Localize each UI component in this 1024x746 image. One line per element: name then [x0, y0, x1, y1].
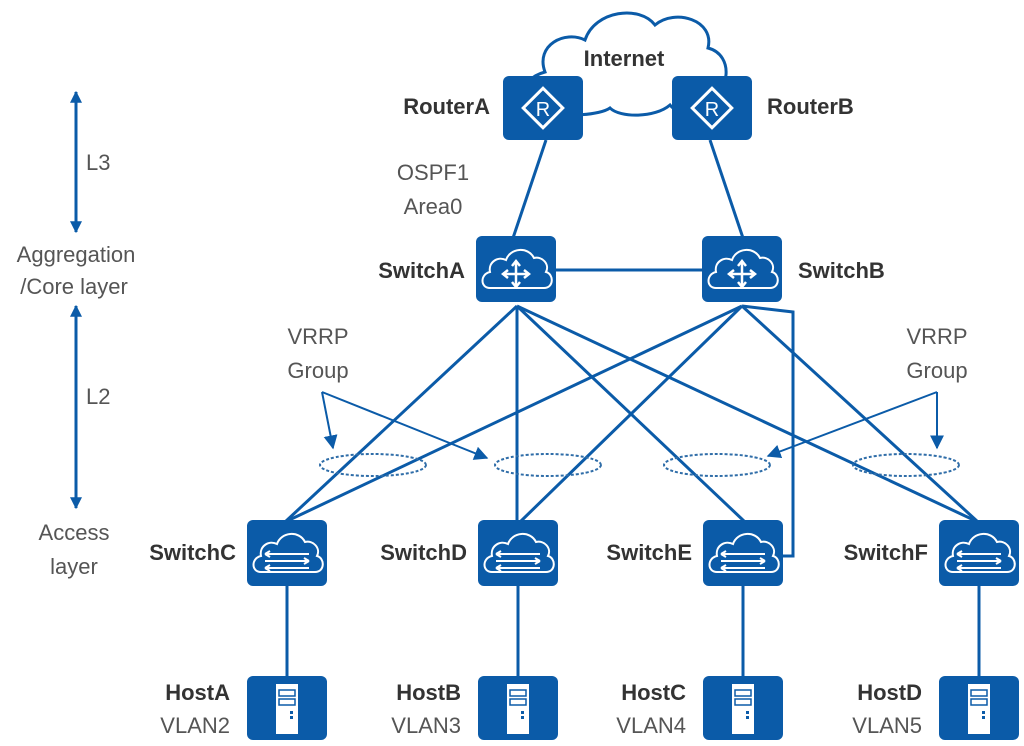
- internet-label: Internet: [584, 46, 665, 71]
- l3-switch-icon: [707, 249, 779, 290]
- router-icon: R: [690, 86, 734, 130]
- host-d-label: HostD: [857, 680, 922, 705]
- access-label-line2: layer: [50, 554, 98, 579]
- l2-switch-icon: [252, 533, 324, 573]
- switch-d-label: SwitchD: [380, 540, 467, 565]
- svg-text:R: R: [705, 99, 719, 121]
- link-switchb-switchd: [518, 304, 744, 524]
- host-c-label: HostC: [621, 680, 686, 705]
- access-label-line1: Access: [39, 520, 110, 545]
- host-icon: [732, 684, 754, 734]
- host-c-vlan: VLAN4: [616, 713, 686, 738]
- aggregation-label-line2: /Core layer: [20, 274, 128, 299]
- host-b-vlan: VLAN3: [391, 713, 461, 738]
- host-c[interactable]: [703, 676, 783, 740]
- vrrp-label-left-line1: VRRP: [287, 324, 348, 349]
- link-switchb-switche: [741, 304, 795, 558]
- link-switchb-switchc: [284, 304, 743, 524]
- link-routera-switcha: [511, 139, 548, 239]
- l2-switch-icon: [944, 533, 1016, 573]
- switch-e[interactable]: [703, 520, 783, 586]
- vrrp-ring-switchc: [319, 453, 427, 477]
- switch-a-label: SwitchA: [378, 258, 465, 283]
- host-d[interactable]: [939, 676, 1019, 740]
- links: [283, 139, 981, 678]
- vrrp-ring-switchf: [852, 453, 960, 477]
- vrrp-ring-switche: [663, 453, 771, 477]
- host-icon: [968, 684, 990, 734]
- router-a-label: RouterA: [403, 94, 490, 119]
- router-b[interactable]: R: [672, 76, 752, 140]
- host-a-label: HostA: [165, 680, 230, 705]
- l3-label: L3: [86, 150, 110, 175]
- vrrp-arrow-right-1: [766, 391, 938, 459]
- link-switcha-switchf: [516, 304, 979, 524]
- router-icon: R: [521, 86, 565, 130]
- ospf-label-line1: OSPF1: [397, 160, 469, 185]
- vrrp-callouts: [321, 391, 944, 460]
- svg-text:R: R: [536, 99, 550, 121]
- switch-b-label: SwitchB: [798, 258, 885, 283]
- host-b[interactable]: [478, 676, 558, 740]
- l2-switch-icon: [708, 533, 780, 573]
- router-a[interactable]: R: [503, 76, 583, 140]
- vrrp-label-left-line2: Group: [287, 358, 348, 383]
- ospf-label-line2: Area0: [404, 194, 463, 219]
- vrrp-label-right-line1: VRRP: [906, 324, 967, 349]
- switch-c-label: SwitchC: [149, 540, 236, 565]
- switch-e-label: SwitchE: [606, 540, 692, 565]
- vrrp-rings: [319, 453, 960, 477]
- vrrp-label-right-line2: Group: [906, 358, 967, 383]
- switch-d[interactable]: [478, 520, 558, 586]
- host-d-vlan: VLAN5: [852, 713, 922, 738]
- link-routerb-switchb: [708, 139, 745, 239]
- router-b-label: RouterB: [767, 94, 854, 119]
- switch-a[interactable]: [476, 236, 556, 302]
- link-switcha-switchc: [283, 304, 519, 524]
- vrrp-arrow-left-2: [321, 391, 489, 460]
- vrrp-ring-switchd: [494, 453, 602, 477]
- l2-label: L2: [86, 384, 110, 409]
- aggregation-label-line1: Aggregation: [17, 242, 136, 267]
- vrrp-arrow-left-1: [321, 391, 338, 450]
- switch-c[interactable]: [247, 520, 327, 586]
- link-switchb-switchf: [740, 304, 980, 524]
- l3-switch-icon: [481, 249, 553, 290]
- host-a[interactable]: [247, 676, 327, 740]
- host-icon: [276, 684, 298, 734]
- host-a-vlan: VLAN2: [160, 713, 230, 738]
- switch-f[interactable]: [939, 520, 1019, 586]
- l2-switch-icon: [483, 533, 555, 573]
- host-icon: [507, 684, 529, 734]
- host-b-label: HostB: [396, 680, 461, 705]
- switch-f-label: SwitchF: [844, 540, 928, 565]
- switch-b[interactable]: [702, 236, 782, 302]
